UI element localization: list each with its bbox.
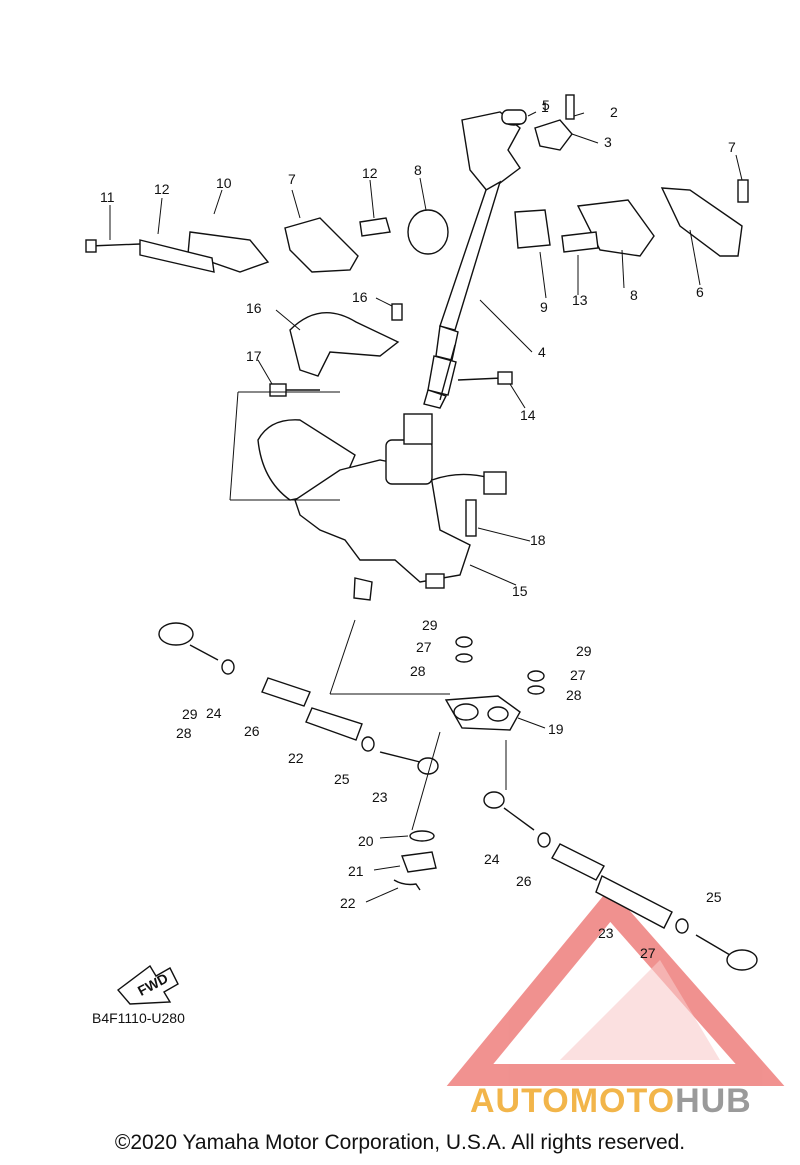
callout: 25 bbox=[706, 889, 722, 905]
callout: 27 bbox=[570, 667, 586, 683]
cover-15 bbox=[269, 303, 403, 397]
callout: 5 bbox=[542, 97, 550, 113]
callout: 28 bbox=[176, 725, 192, 741]
callout: 6 bbox=[696, 284, 704, 300]
leader-lines bbox=[109, 111, 743, 903]
callout: 2 bbox=[610, 104, 618, 120]
callout: 24 bbox=[206, 705, 222, 721]
callout: 3 bbox=[604, 134, 612, 150]
steering-column bbox=[423, 111, 521, 409]
callout: 21 bbox=[348, 863, 364, 879]
callout: 14 bbox=[520, 407, 536, 423]
callout: 16 bbox=[352, 289, 368, 305]
callout: 23 bbox=[372, 789, 388, 805]
callout: 7 bbox=[728, 139, 736, 155]
callout: 4 bbox=[538, 344, 546, 360]
right-bracket-assembly bbox=[514, 179, 749, 257]
pitman-nut-parts bbox=[393, 636, 545, 891]
callout: 29 bbox=[182, 706, 198, 722]
right-tie-rod bbox=[483, 791, 758, 971]
callout: 27 bbox=[416, 639, 432, 655]
callout: 25 bbox=[334, 771, 350, 787]
watermark-text-part1: AUTOMOTO bbox=[470, 1082, 676, 1120]
callout: 15 bbox=[512, 583, 528, 599]
callout: 13 bbox=[572, 292, 588, 308]
fwd-arrow-icon: FWD bbox=[116, 964, 179, 1005]
callout: 9 bbox=[540, 299, 548, 315]
upper-clamp bbox=[501, 94, 575, 151]
bolt-13 bbox=[457, 371, 513, 385]
callout: 24 bbox=[484, 851, 500, 867]
callout: 26 bbox=[244, 723, 260, 739]
callout: 26 bbox=[516, 873, 532, 889]
watermark-text: AUTOMOTOHUB bbox=[470, 1082, 752, 1121]
callout: 29 bbox=[576, 643, 592, 659]
callout: 16 bbox=[246, 300, 262, 316]
callout-labels: 1 2 3 4 5 6 7 7 8 8 9 10 11 12 12 13 14 … bbox=[100, 97, 736, 961]
left-tie-rod bbox=[158, 622, 439, 775]
callout: 27 bbox=[640, 945, 656, 961]
callout: 10 bbox=[216, 175, 232, 191]
pitman-arm-18 bbox=[444, 695, 521, 731]
callout: 7 bbox=[288, 171, 296, 187]
left-bracket-assembly bbox=[85, 209, 449, 273]
diagram-code: B4F1110-U280 bbox=[92, 1010, 185, 1026]
callout: 29 bbox=[422, 617, 438, 633]
callout: 12 bbox=[154, 181, 170, 197]
callout: 22 bbox=[288, 750, 304, 766]
callout: 19 bbox=[548, 721, 564, 737]
watermark-logo bbox=[446, 888, 785, 1086]
callout: 8 bbox=[414, 162, 422, 178]
callout: 18 bbox=[530, 532, 546, 548]
copyright-notice: ©2020 Yamaha Motor Corporation, U.S.A. A… bbox=[114, 1131, 686, 1154]
callout: 23 bbox=[598, 925, 614, 941]
callout: 11 bbox=[100, 189, 115, 205]
callout: 1 bbox=[541, 99, 549, 115]
callout: 20 bbox=[358, 833, 374, 849]
callout: 12 bbox=[362, 165, 378, 181]
callout: 8 bbox=[630, 287, 638, 303]
callout: 22 bbox=[340, 895, 356, 911]
watermark-text-part2: HUB bbox=[675, 1082, 752, 1120]
callout: 28 bbox=[410, 663, 426, 679]
eps-motor-unit bbox=[257, 413, 507, 601]
callout: 28 bbox=[566, 687, 582, 703]
callout: 17 bbox=[246, 348, 262, 364]
